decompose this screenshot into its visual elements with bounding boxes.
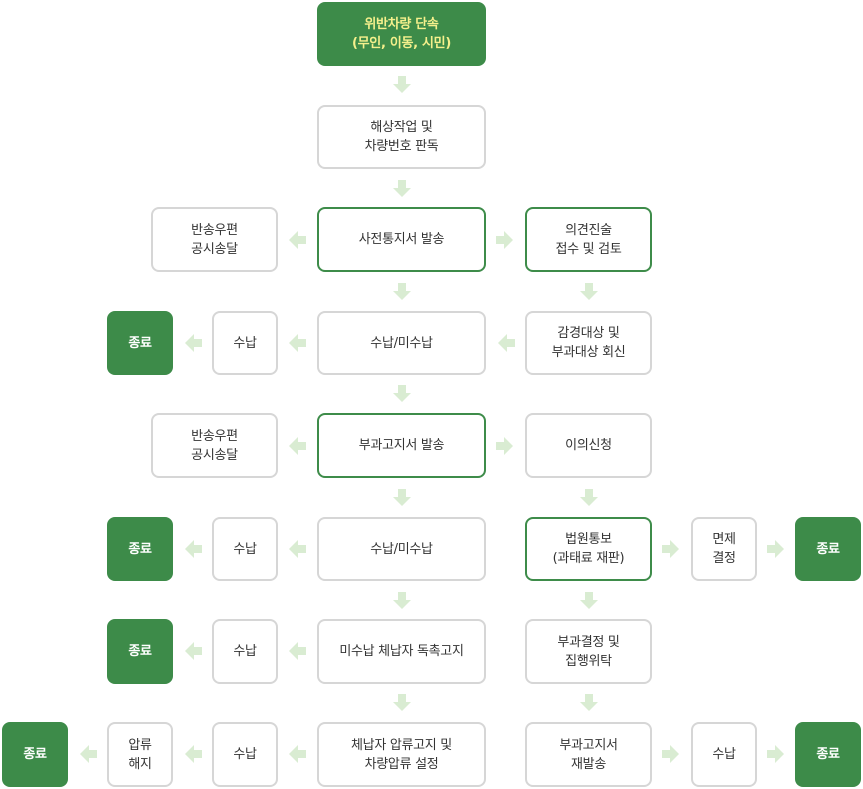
paid-node-1: 수납 (212, 311, 278, 375)
arrow-to-exemption (662, 540, 679, 558)
arrow-to-paid-4 (289, 745, 306, 763)
arrow-to-release (185, 745, 202, 763)
down-arrow-main-5 (393, 592, 411, 609)
opinion-node: 의견진술 접수 및 검토 (525, 207, 652, 272)
down-arrow-right-0 (580, 283, 598, 300)
send-notice-node: 사전통지서 발송 (317, 207, 486, 272)
down-arrow-main-0 (393, 76, 411, 93)
down-arrow-right-2 (580, 592, 598, 609)
arrow-to-paid-5 (662, 745, 679, 763)
start-node: 위반차량 단속 (무인, 이동, 시민) (317, 2, 486, 66)
arrow-to-paid-1 (289, 334, 306, 352)
exemption-node: 면제 결정 (691, 517, 757, 581)
court-node: 법원통보 (과태료 재판) (525, 517, 652, 581)
down-arrow-main-1 (393, 180, 411, 197)
down-arrow-right-1 (580, 489, 598, 506)
arrow-to-end-1 (185, 334, 202, 352)
end-node-2: 종료 (107, 517, 173, 581)
decision-node: 부과결정 및 집행위탁 (525, 619, 652, 684)
arrow-to-return-mail-2 (289, 437, 306, 455)
return-mail-node-1: 반송우편 공시송달 (151, 207, 278, 272)
return-mail-node-2: 반송우편 공시송달 (151, 413, 278, 478)
end-node-5: 종료 (2, 722, 68, 787)
end-node-3: 종료 (795, 517, 861, 581)
down-arrow-main-3 (393, 385, 411, 402)
arrow-to-end-4 (185, 642, 202, 660)
arrow-to-opinion (496, 231, 513, 249)
reduction-node: 감경대상 및 부과대상 회신 (525, 311, 652, 375)
paid-node-4: 수납 (212, 722, 278, 787)
send-imposition-node: 부과고지서 발송 (317, 413, 486, 478)
arrow-to-objection (496, 437, 513, 455)
arrow-to-pay-status-1 (498, 334, 515, 352)
arrow-to-end-3 (767, 540, 784, 558)
pay-status-node-1: 수납/미수납 (317, 311, 486, 375)
paid-node-3: 수납 (212, 619, 278, 684)
arrow-to-end-6 (767, 745, 784, 763)
end-node-4: 종료 (107, 619, 173, 684)
end-node-6: 종료 (795, 722, 861, 787)
down-arrow-main-6 (393, 694, 411, 711)
release-node: 압류 해지 (107, 722, 173, 787)
end-node-1: 종료 (107, 311, 173, 375)
arrow-to-return-mail-1 (289, 231, 306, 249)
arrow-to-end-5 (80, 745, 97, 763)
identify-node: 해상작업 및 차량번호 판독 (317, 105, 486, 169)
seizure-node: 체납자 압류고지 및 차량압류 설정 (317, 722, 486, 787)
arrow-to-end-2 (185, 540, 202, 558)
down-arrow-main-4 (393, 489, 411, 506)
down-arrow-right-3 (580, 694, 598, 711)
down-arrow-main-2 (393, 283, 411, 300)
paid-node-2: 수납 (212, 517, 278, 581)
reissue-node: 부과고지서 재발송 (525, 722, 652, 787)
objection-node: 이의신청 (525, 413, 652, 478)
paid-node-5: 수납 (691, 722, 757, 787)
pay-status-node-2: 수납/미수납 (317, 517, 486, 581)
arrow-to-paid-3 (289, 642, 306, 660)
arrow-to-paid-2 (289, 540, 306, 558)
unpaid-notice-node: 미수납 체납자 독촉고지 (317, 619, 486, 684)
